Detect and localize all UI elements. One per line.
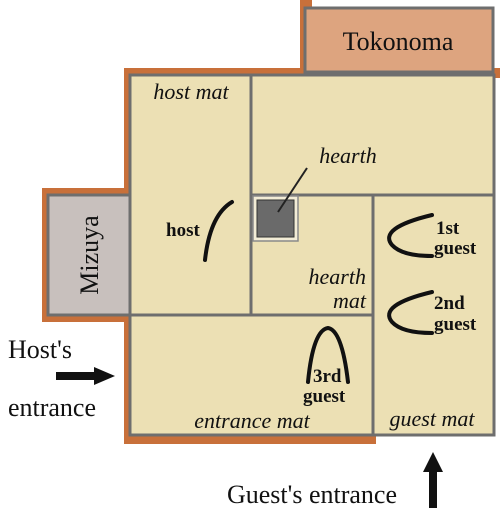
host-arc-icon: [203, 200, 234, 262]
guest-entrance-arrow-icon: [423, 452, 443, 508]
hearth-mat-label-line1: hearth: [309, 264, 366, 289]
tokonoma-label: Tokonoma: [343, 27, 454, 56]
host-mat-label: host mat: [153, 79, 229, 104]
guest2-arc-icon: [387, 290, 434, 335]
entrance-mat: [128, 313, 375, 437]
guest3-label-line1: 3rd: [313, 366, 342, 387]
guest1-label-line1: 1st: [436, 218, 460, 239]
tokonoma-alcove: [303, 6, 495, 74]
mizuya-wall-top: [42, 188, 134, 198]
host-entrance-label-line2: entrance: [8, 393, 96, 422]
hearth-pointer-line: [277, 167, 308, 213]
top-right-mat: [249, 73, 496, 197]
guest1-label-line2: guest: [434, 238, 477, 259]
mizuya-label: Mizuya: [75, 215, 104, 295]
hearth-pit: [256, 199, 295, 238]
host-entrance-arrow-icon: [56, 367, 115, 385]
guest-entrance-label: Guest's entrance: [227, 480, 397, 509]
guest3-arc-icon: [306, 325, 350, 384]
guest1-arc-icon: [387, 213, 434, 258]
guest2-label-line2: guest: [434, 314, 477, 335]
mizuya-room: [46, 193, 132, 317]
guest3-label-line2: guest: [303, 386, 346, 407]
host-label: host: [166, 220, 200, 241]
host-entrance-label-line1: Host's: [8, 335, 72, 364]
host-mat: [128, 73, 253, 317]
mizuya-wall-bottom: [42, 312, 134, 322]
hearth-mat-label-line2: mat: [333, 288, 367, 313]
hearth-label: hearth: [319, 143, 376, 168]
guest2-label-line1: 2nd: [434, 293, 465, 314]
guest-mat-label: guest mat: [390, 406, 476, 431]
entrance-mat-label: entrance mat: [194, 408, 310, 433]
